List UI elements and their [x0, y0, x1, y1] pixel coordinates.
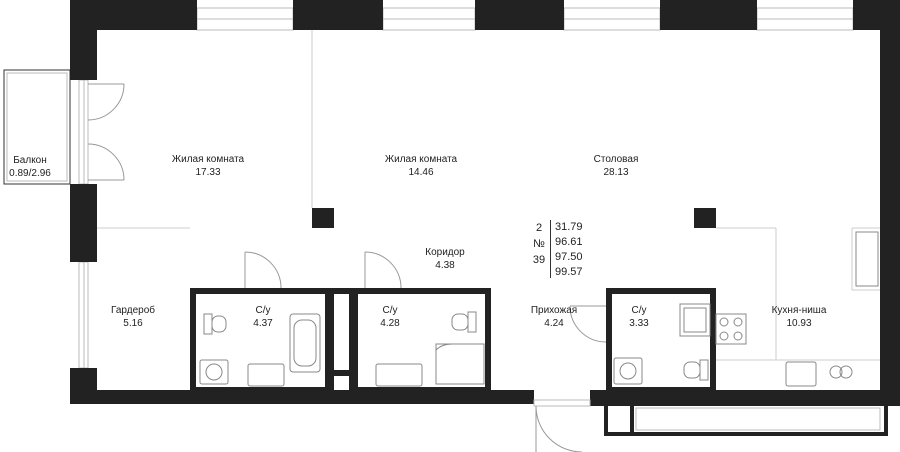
room-name: С/у	[382, 305, 398, 316]
room-name: Жилая комната	[171, 154, 245, 165]
area-full: 99.57	[555, 266, 583, 278]
room-name: Балкон	[13, 155, 47, 166]
room-name: Жилая комната	[384, 154, 458, 165]
room-name: С/у	[631, 305, 647, 316]
room-area: 3.33	[629, 318, 649, 329]
room-name: Гардероб	[111, 305, 155, 316]
room-area: 17.33	[195, 167, 221, 178]
balcony	[3, 69, 71, 185]
room-label-living-2: Жилая комната 14.46	[385, 153, 457, 179]
area-living: 31.79	[555, 221, 583, 233]
interior-thin-lines	[97, 30, 880, 361]
apartment-id: 2 № 39	[528, 220, 551, 278]
apartment-areas: 31.79 96.61 97.50 99.57	[555, 220, 583, 280]
room-name: Столовая	[593, 154, 639, 165]
room-name: Прихожая	[530, 305, 578, 316]
room-label-balcony: Балкон 0.89/2.96	[9, 154, 51, 180]
room-area: 4.28	[380, 318, 400, 329]
bath1-fixtures	[199, 313, 321, 387]
room-area: 4.24	[544, 318, 564, 329]
room-area: 4.37	[253, 318, 273, 329]
room-label-bath-3: С/у 3.33	[629, 304, 648, 330]
room-label-hall: Прихожая 4.24	[531, 304, 577, 330]
apartment-number: 39	[532, 254, 546, 266]
room-label-kitchen: Кухня-ниша 10.93	[772, 304, 827, 330]
room-label-bath-1: С/у 4.37	[253, 304, 272, 330]
room-label-corridor: Коридор 4.38	[425, 246, 465, 272]
area-total: 96.61	[555, 236, 583, 248]
area-with-balcony: 97.50	[555, 251, 583, 263]
bath2-fixtures	[375, 311, 485, 387]
room-label-bath-2: С/у 4.28	[380, 304, 399, 330]
room-name: С/у	[255, 305, 271, 316]
room-area: 0.89/2.96	[9, 168, 51, 179]
kitchen-fixtures	[715, 231, 879, 387]
room-name: Кухня-ниша	[771, 305, 827, 316]
room-area: 10.93	[786, 318, 812, 329]
bath3-fixtures	[613, 303, 711, 385]
room-area: 5.16	[123, 318, 143, 329]
number-sign: №	[533, 238, 545, 250]
room-name: Коридор	[425, 247, 465, 258]
room-area: 4.38	[435, 260, 455, 271]
room-label-dining: Столовая 28.13	[594, 153, 639, 179]
room-label-living-1: Жилая комната 17.33	[172, 153, 244, 179]
floor-number: 2	[535, 222, 543, 234]
doors	[244, 251, 607, 452]
apartment-info: 2 № 39 31.79 96.61 97.50 99.57	[528, 220, 608, 278]
walls	[70, 0, 900, 406]
room-label-wardrobe: Гардероб 5.16	[111, 304, 155, 330]
bathroom-walls	[190, 288, 716, 393]
balcony-doors	[87, 83, 125, 181]
lower-frame	[604, 402, 888, 436]
room-area: 28.13	[603, 167, 629, 178]
lower-frame-inner	[635, 407, 881, 431]
room-area: 14.46	[408, 167, 434, 178]
